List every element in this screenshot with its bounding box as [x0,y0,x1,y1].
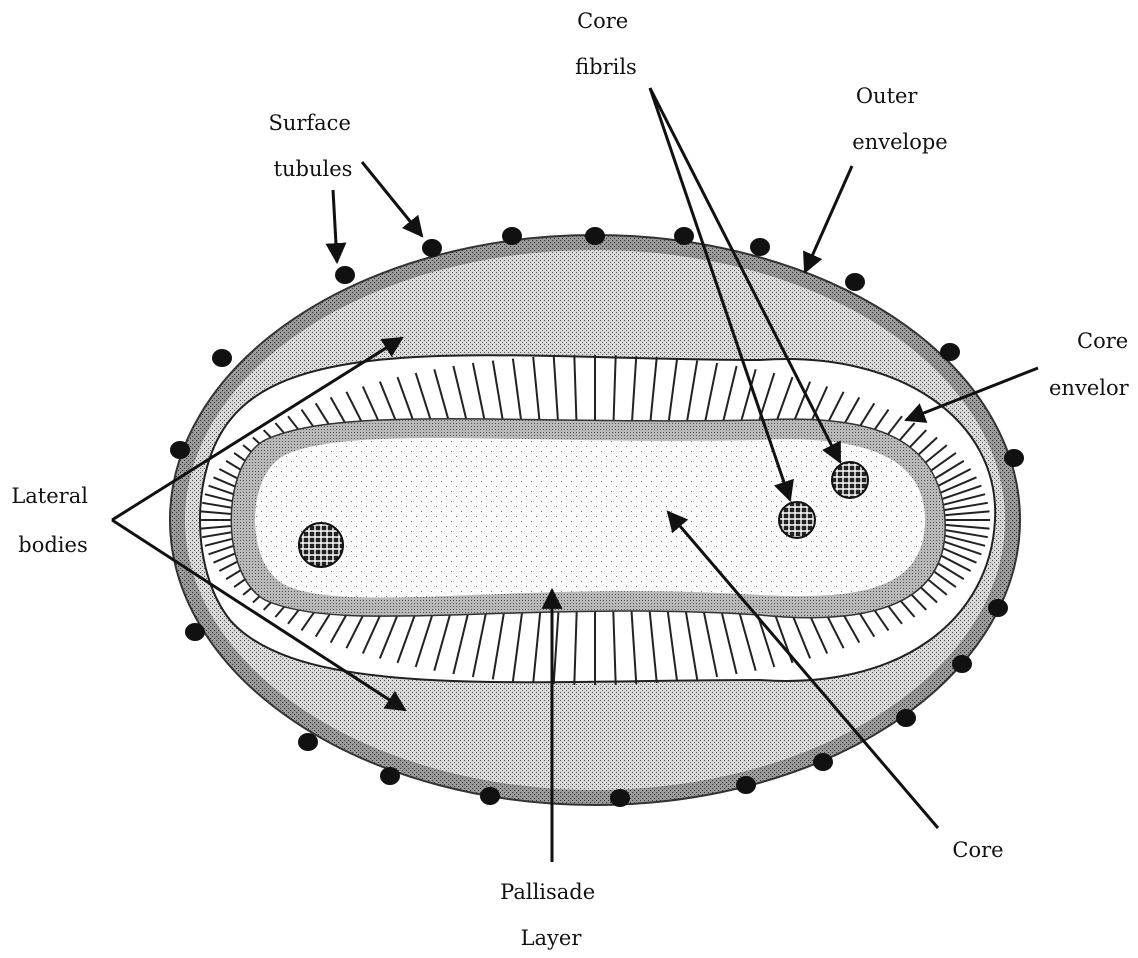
arrow-surface-tubules-2 [362,162,422,236]
surface-tubule-dot [952,655,972,673]
core-shape [255,438,925,598]
label-outer-envelope: Outer envelope [852,84,947,154]
surface-tubule-dot [813,753,833,771]
label-lateral-bodies: Lateral bodies [11,484,94,557]
arrow-outer-envelope [805,166,852,272]
surface-tubule-dot [502,227,522,245]
surface-tubule-dot [988,599,1008,617]
label-core-fibrils: Core fibrils [575,9,637,79]
surface-tubule-dot [1004,449,1024,467]
core-fibril [832,462,868,498]
surface-tubule-dot [380,767,400,785]
surface-tubule-dot [896,709,916,727]
surface-tubule-dot [335,266,355,284]
arrow-surface-tubules-1 [333,190,337,262]
surface-tubule-dot [185,623,205,641]
label-surface-tubules: Surface tubules [268,111,357,181]
surface-tubule-dot [674,227,694,245]
label-pallisade-layer: Pallisade Layer [500,880,602,950]
surface-tubule-dot [480,787,500,805]
label-core-envelope: Core envelor [1049,329,1135,400]
surface-tubule-dot [170,441,190,459]
surface-tubule-dot [940,343,960,361]
surface-tubule-dot [845,273,865,291]
surface-tubule-dot [298,733,318,751]
core-fibril [779,502,815,538]
surface-tubule-dot [585,227,605,245]
surface-tubule-dot [750,238,770,256]
surface-tubule-dot [212,349,232,367]
surface-tubule-dot [610,789,630,807]
surface-tubule-dot [422,239,442,257]
label-core: Core [952,838,1003,862]
surface-tubule-dot [736,776,756,794]
core-fibril [299,523,343,567]
